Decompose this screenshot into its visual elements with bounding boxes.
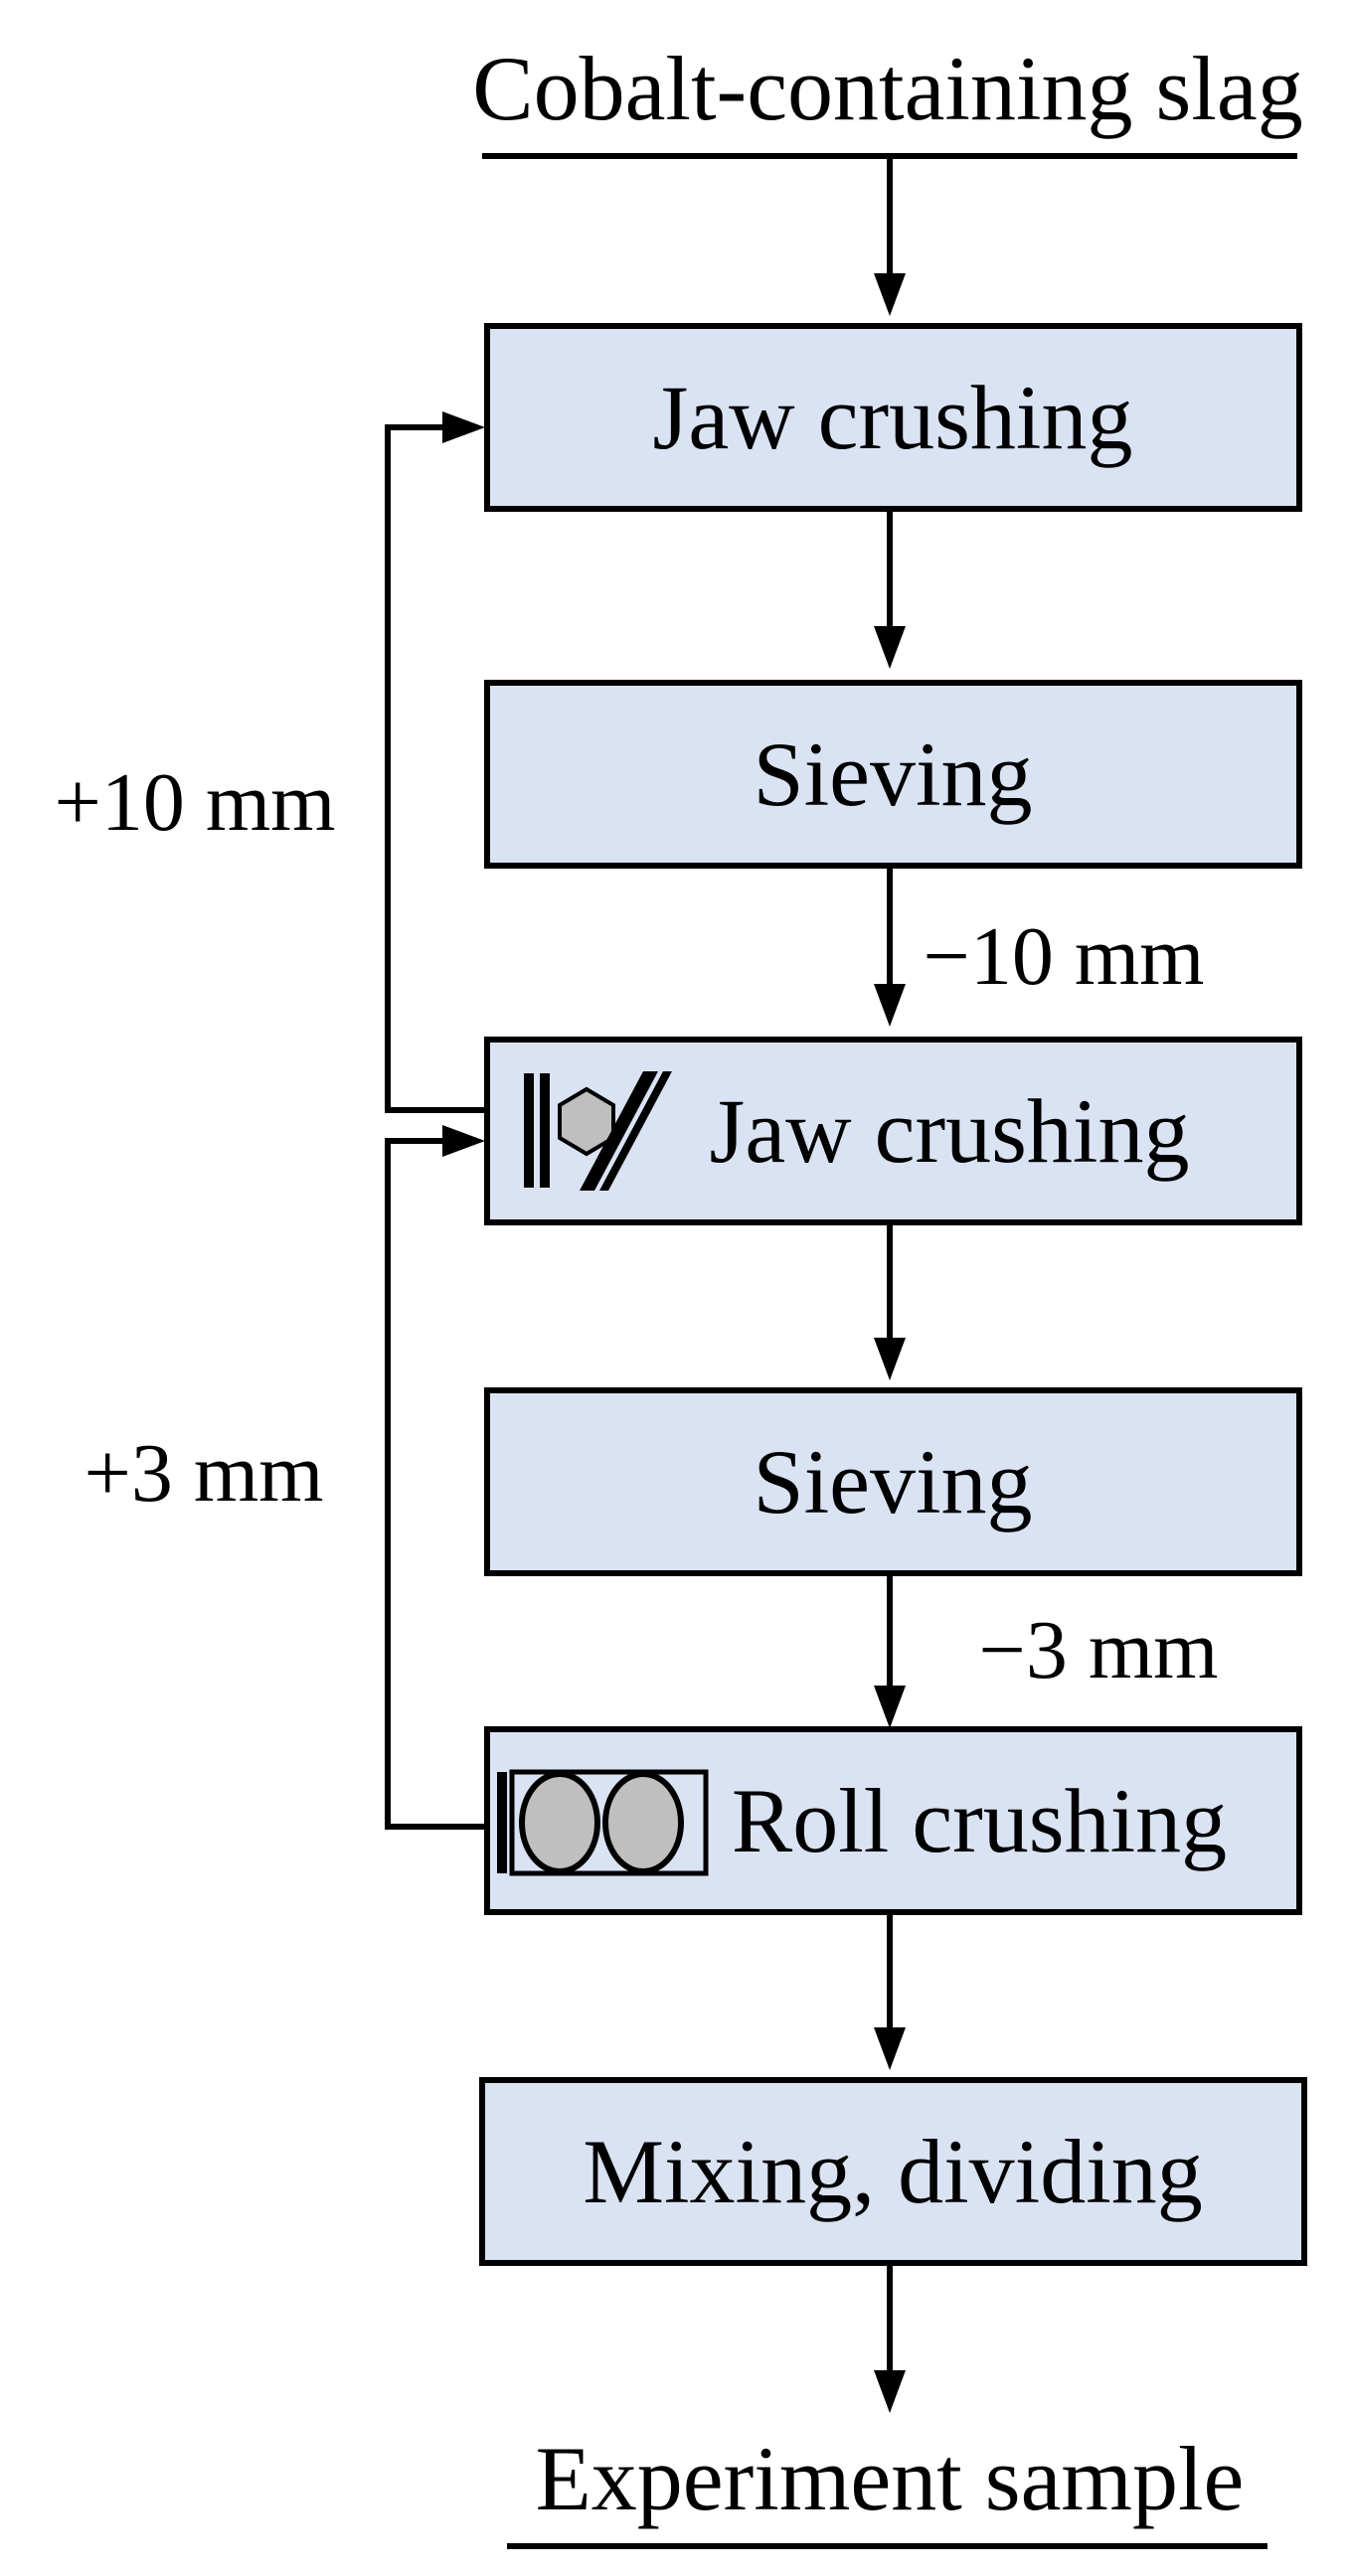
edge-label-minus-10mm: −10 mm [923,910,1204,1003]
step-roll-crushing: Roll crushing [484,1726,1302,1915]
step-mixing-dividing: Mixing, dividing [479,2077,1307,2266]
input-label: Cobalt-containing slag [472,38,1303,139]
main-flow-arrows [874,159,906,2413]
roll-crusher-icon [497,1769,709,1876]
arrowhead-2 [874,626,906,669]
edge-label-plus-10mm: +10 mm [54,756,335,849]
step-roll-crushing-label: Roll crushing [732,1770,1227,1871]
step-sieving-1-label: Sieving [753,724,1032,825]
edge-label-minus-3mm: −3 mm [978,1604,1218,1696]
arrowhead-4 [874,1338,906,1380]
arrowhead-7 [874,2370,906,2413]
step-jaw-crushing-1: Jaw crushing [484,323,1302,512]
output-label: Experiment sample [536,2428,1245,2529]
jaw-crusher-icon [524,1071,672,1191]
feedback-loop-10mm [385,411,487,1113]
step-jaw-crushing-2-label: Jaw crushing [710,1080,1190,1182]
arrowhead-1 [874,273,906,316]
step-jaw-crushing-2: Jaw crushing [484,1037,1302,1225]
feedback-loop-3mm [385,1125,487,1830]
step-jaw-crushing-1-label: Jaw crushing [653,367,1133,468]
step-sieving-1: Sieving [484,680,1302,869]
step-mixing-dividing-label: Mixing, dividing [583,2121,1203,2222]
step-sieving-2: Sieving [484,1387,1302,1576]
arrowhead-3 [874,984,906,1027]
arrowhead-5 [874,1686,906,1728]
edge-label-plus-3mm: +3 mm [84,1427,323,1520]
step-sieving-2-label: Sieving [753,1431,1032,1532]
arrowhead-6 [874,2027,906,2070]
